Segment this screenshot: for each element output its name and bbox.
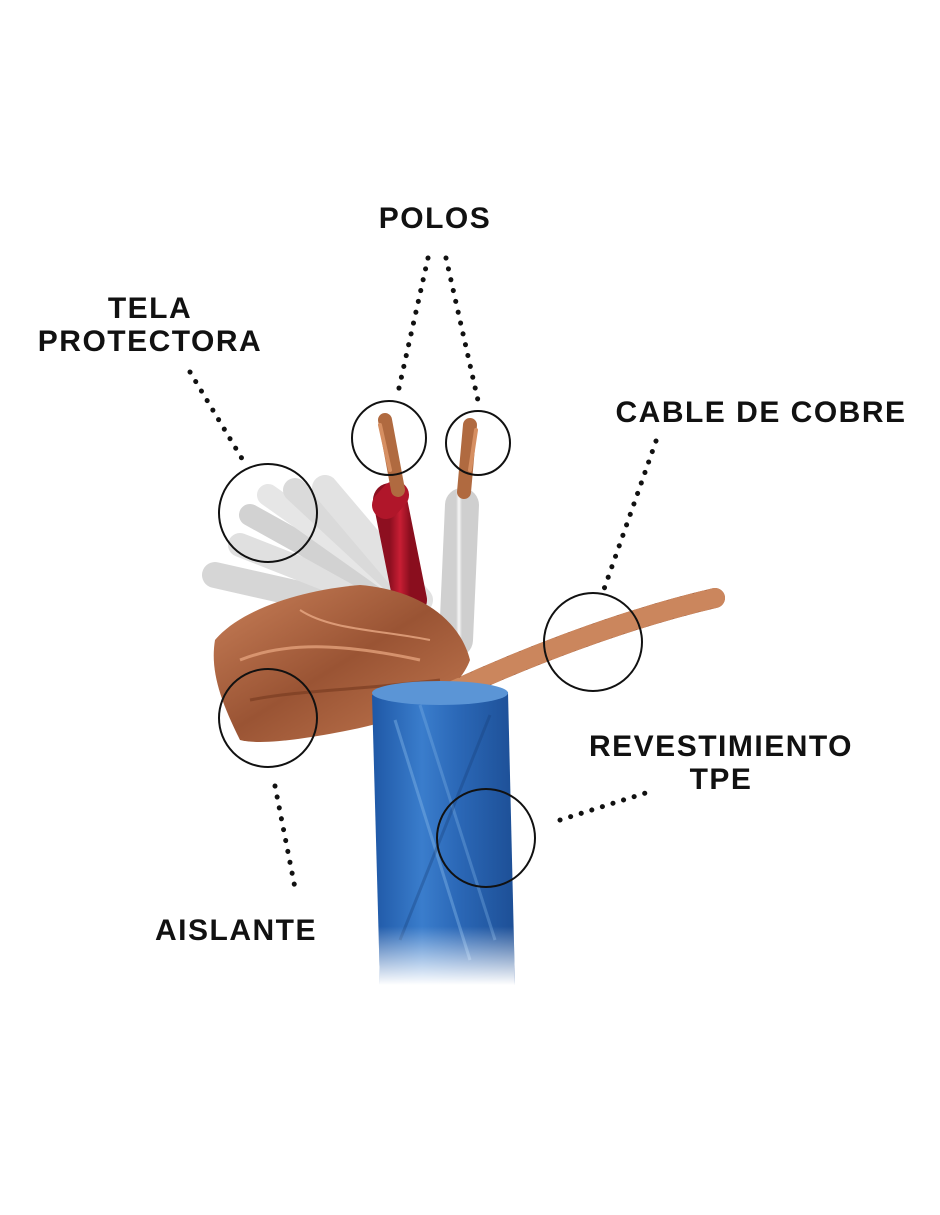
circle-polo-white <box>445 410 511 476</box>
label-aislante: AISLANTE <box>155 914 317 947</box>
circle-polo-red <box>351 400 427 476</box>
label-tela-protectora: TELA PROTECTORA <box>37 292 263 358</box>
label-polos: POLOS <box>378 202 492 235</box>
callout-circles <box>218 400 643 888</box>
leader-aislante <box>272 783 299 896</box>
white-wire <box>439 418 479 657</box>
label-revestimiento-tpe: REVESTIMIENTO TPE <box>589 730 853 796</box>
blue-jacket <box>372 681 515 985</box>
leader-cobre <box>600 438 659 595</box>
label-cable-de-cobre: CABLE DE COBRE <box>615 396 907 429</box>
leader-polo-red <box>394 255 431 400</box>
circle-tela <box>218 463 318 563</box>
copper-braid <box>445 588 725 700</box>
circle-cobre <box>543 592 643 692</box>
leader-polo-white <box>443 255 482 408</box>
leader-lines <box>187 255 659 896</box>
red-wire <box>372 413 427 617</box>
circle-aislante <box>218 668 318 768</box>
leader-tela <box>187 369 247 465</box>
circle-revestimiento <box>436 788 536 888</box>
